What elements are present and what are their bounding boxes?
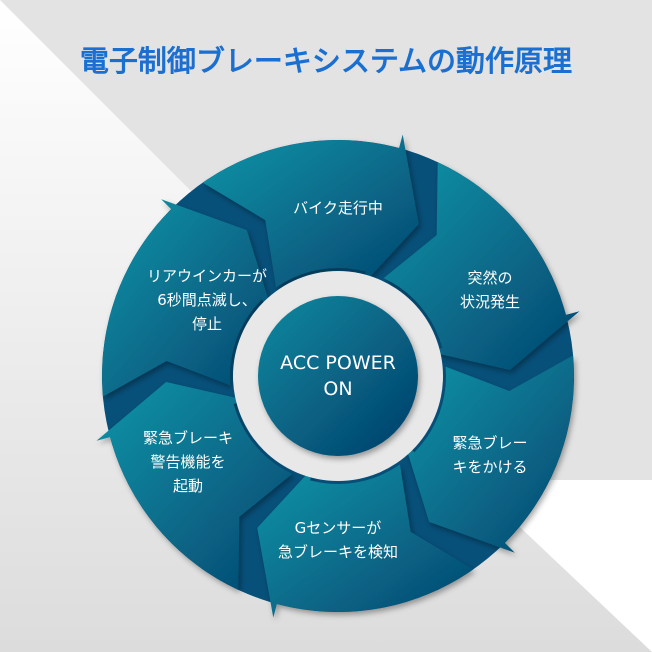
- cycle-arrow-segment: [257, 464, 474, 618]
- step-label: リアウインカーが 6秒間点滅し、停止: [147, 264, 267, 336]
- step-label-line: 緊急ブレーキ: [142, 429, 234, 447]
- cycle-arrow-segment: [102, 199, 272, 397]
- cycle-arrow-segment: [202, 134, 419, 288]
- step-label: 緊急ブレーキ警告機能を起動: [143, 426, 233, 498]
- step-label-line: 突然の: [467, 269, 513, 287]
- step-label-line: 急ブレーキを検知: [277, 543, 399, 561]
- step-label-line: キをかける: [452, 458, 528, 476]
- step-label: バイク走行中: [293, 196, 383, 220]
- step-label-line: Gセンサーが: [294, 519, 382, 537]
- cycle-arrow-segment: [96, 382, 293, 590]
- step-label: Gセンサーが急ブレーキを検知: [278, 516, 398, 564]
- step-label-line: 緊急ブレー: [452, 434, 528, 452]
- cycle-arrow-segment: [383, 162, 580, 370]
- center-line-1: ACC POWER: [280, 352, 396, 374]
- step-label-line: 6秒間点滅し、: [157, 291, 257, 309]
- step-label-line: 起動: [172, 477, 204, 495]
- step-label-line: 警告機能を: [150, 453, 226, 471]
- step-label: 突然の状況発生: [460, 266, 520, 314]
- page-title: 電子制御ブレーキシステムの動作原理: [79, 44, 573, 78]
- center-label: ACC POWER ON: [280, 350, 396, 402]
- center-line-2: ON: [323, 378, 353, 400]
- step-label: 緊急ブレーキをかける: [452, 431, 527, 479]
- step-label-line: 状況発生: [459, 293, 521, 311]
- center-circle: [258, 296, 418, 456]
- step-label-line: リアウインカーが: [146, 267, 268, 285]
- step-label-line: 停止: [191, 315, 223, 333]
- step-label-line: バイク走行中: [293, 199, 383, 217]
- cycle-arrow-segment: [404, 355, 574, 553]
